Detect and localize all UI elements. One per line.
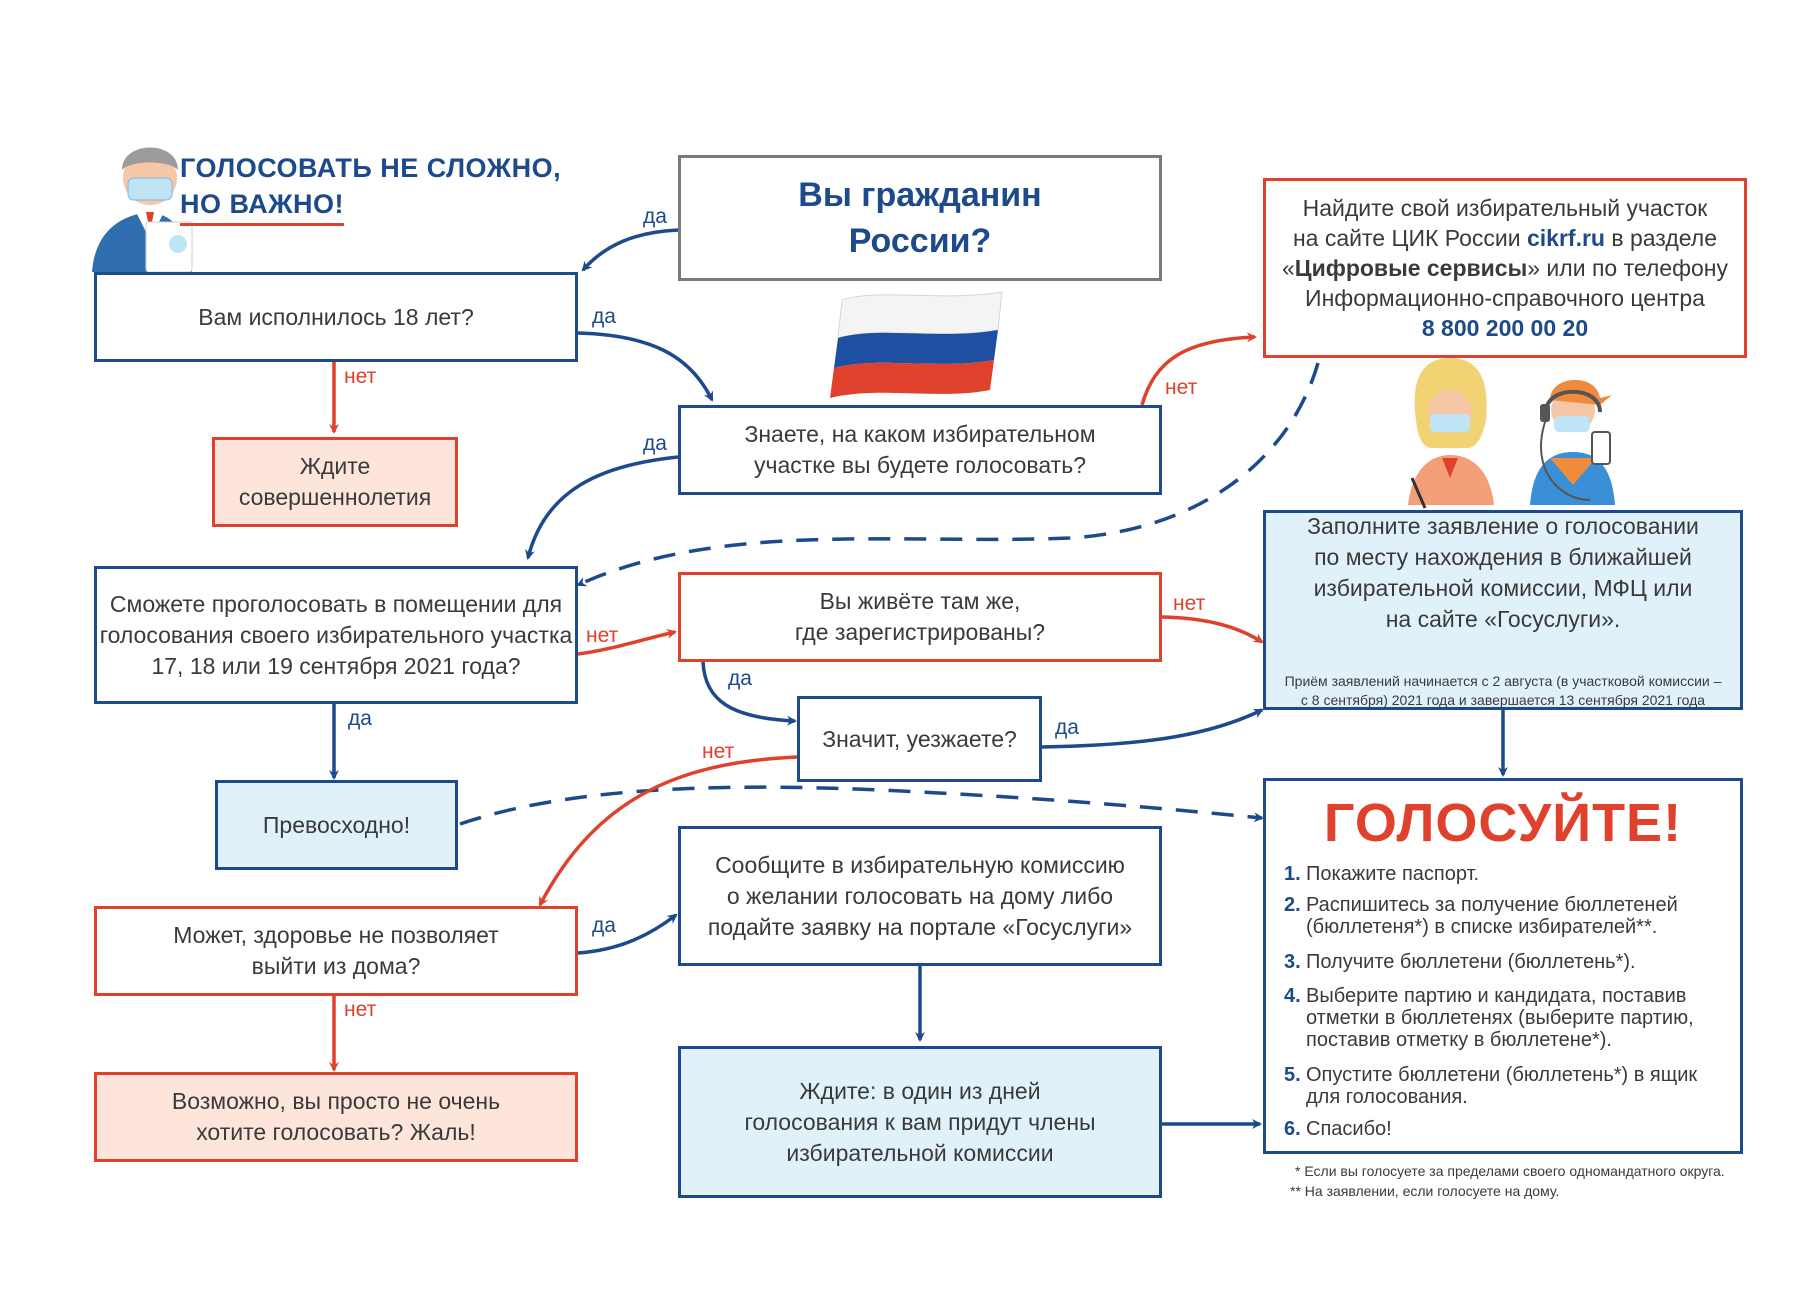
node-not-want: Возможно, вы просто не очень хотите голо… — [94, 1072, 578, 1162]
arrow-age-to-know — [577, 331, 714, 402]
edge-label-yes: да — [592, 305, 616, 328]
node-leaving-question: Значит, уезжаете? — [797, 696, 1042, 782]
arrow-citizen-to-age — [581, 228, 679, 272]
edge-label-no: нет — [1173, 592, 1206, 615]
node-apply: Заполните заявление о голосовании по мес… — [1263, 510, 1743, 710]
edge-label-no: нет — [1165, 376, 1198, 399]
node-wait-adult: Ждите совершеннолетия — [212, 437, 458, 527]
node-wait-home: Ждите: в один из дней голосования к вам … — [678, 1046, 1162, 1198]
vote-step: 2.Распишитесь за получение бюллетеней (б… — [1284, 894, 1678, 938]
edge-label-yes: да — [643, 205, 667, 228]
node-age-question: Вам исполнилось 18 лет? — [94, 272, 578, 362]
vote-step: 1.Покажите паспорт. — [1284, 863, 1480, 885]
edge-label-no: нет — [702, 740, 735, 763]
cikrf-link[interactable]: cikrf.ru — [1527, 225, 1605, 251]
vote-step: 5.Опустите бюллетени (бюллетень*) в ящик… — [1284, 1064, 1698, 1108]
apply-text: Заполните заявление о голосовании по мес… — [1307, 512, 1699, 632]
edge-label-no: нет — [344, 998, 377, 1021]
vote-step: 4.Выберите партию и кандидата, поставив … — [1284, 985, 1694, 1051]
man-operator-icon — [1530, 379, 1615, 505]
title-line-1: ГОЛОСОВАТЬ НЕ СЛОЖНО, — [180, 153, 562, 183]
excellent-text: Превосходно! — [262, 811, 411, 838]
vote-title: ГОЛОСУЙТЕ! — [1323, 793, 1683, 853]
node-know-station-question: Знаете, на каком избирательном участке в… — [678, 405, 1162, 495]
edge-label-yes: да — [348, 707, 372, 730]
node-find-station: Найдите свой избирательный участок на са… — [1263, 178, 1747, 358]
apply-block: Заполните заявление о голосовании по мес… — [1285, 480, 1722, 741]
edge-label-yes: да — [728, 667, 752, 690]
citizen-question-text: Вы гражданин России? — [798, 176, 1042, 260]
phone-number: 8 800 200 00 20 — [1421, 315, 1589, 341]
arrow-leaving-to-apply — [1041, 708, 1264, 749]
node-live-there-question: Вы живёте там же, где зарегистрированы? — [678, 572, 1162, 662]
edge-label-no: нет — [586, 624, 619, 647]
know-station-text: Знаете, на каком избирательном участке в… — [744, 421, 1096, 478]
arrow-live-to-leaving — [701, 661, 797, 726]
russian-flag-icon — [830, 291, 1003, 398]
health-text: Может, здоровье не позволяет выйти из до… — [173, 922, 499, 979]
arrow-health-to-notify — [577, 913, 678, 955]
age-question-text: Вам исполнилось 18 лет? — [198, 303, 474, 330]
not-want-text: Возможно, вы просто не очень хотите голо… — [171, 1088, 501, 1145]
arrow-excellent-to-vote-dashed — [459, 785, 1264, 826]
arrow-canvote-to-live — [577, 628, 677, 656]
can-vote-text: Сможете проголосовать в помещении для го… — [99, 590, 573, 679]
node-can-vote-question: Сможете проголосовать в помещении для го… — [94, 566, 578, 704]
edge-label-yes: да — [643, 432, 667, 455]
arrow-find-to-canvote-dashed — [576, 362, 1320, 587]
arrow-know-to-canvote — [525, 455, 679, 560]
node-citizen-question: Вы гражданин России? — [678, 155, 1162, 281]
vote-step: 3.Получите бюллетени (бюллетень*). — [1284, 951, 1636, 973]
live-there-text: Вы живёте там же, где зарегистрированы? — [794, 588, 1046, 645]
node-excellent: Превосходно! — [215, 780, 458, 870]
edge-label-yes: да — [1055, 716, 1079, 739]
wait-home-text: Ждите: в один из дней голосования к вам … — [744, 1077, 1096, 1166]
notify-text: Сообщите в избирательную комиссию о жела… — [707, 851, 1133, 940]
page-title: ГОЛОСОВАТЬ НЕ СЛОЖНО, НО ВАЖНО! — [180, 150, 561, 226]
leaving-text: Значит, уезжаете? — [822, 725, 1017, 752]
wait-adult-text: Ждите совершеннолетия — [238, 453, 432, 510]
edge-label-no: нет — [344, 365, 377, 388]
footnote-2: ** На заявлении, если голосуете на дому. — [1290, 1183, 1560, 1199]
arrow-leaving-to-health — [538, 755, 798, 907]
node-health-question: Может, здоровье не позволяет выйти из до… — [94, 906, 578, 996]
node-notify-commission: Сообщите в избирательную комиссию о жела… — [678, 826, 1162, 966]
official-figure-icon — [92, 147, 193, 273]
edge-label-yes: да — [592, 914, 616, 937]
vote-step: 6.Спасибо! — [1284, 1118, 1392, 1140]
find-station-text: Найдите свой избирательный участок на са… — [1281, 195, 1729, 341]
footnote-1: * Если вы голосуете за пределами своего … — [1295, 1163, 1725, 1179]
arrow-know-to-find — [1140, 332, 1257, 406]
node-vote: ГОЛОСУЙТЕ! 1.Покажите паспорт. 2.Распиши… — [1263, 778, 1743, 1154]
title-line-2: НО ВАЖНО! — [180, 186, 345, 226]
apply-note: Приём заявлений начинается с 2 августа (… — [1284, 672, 1722, 708]
arrow-live-to-apply — [1161, 615, 1264, 644]
woman-operator-icon — [1408, 358, 1494, 509]
